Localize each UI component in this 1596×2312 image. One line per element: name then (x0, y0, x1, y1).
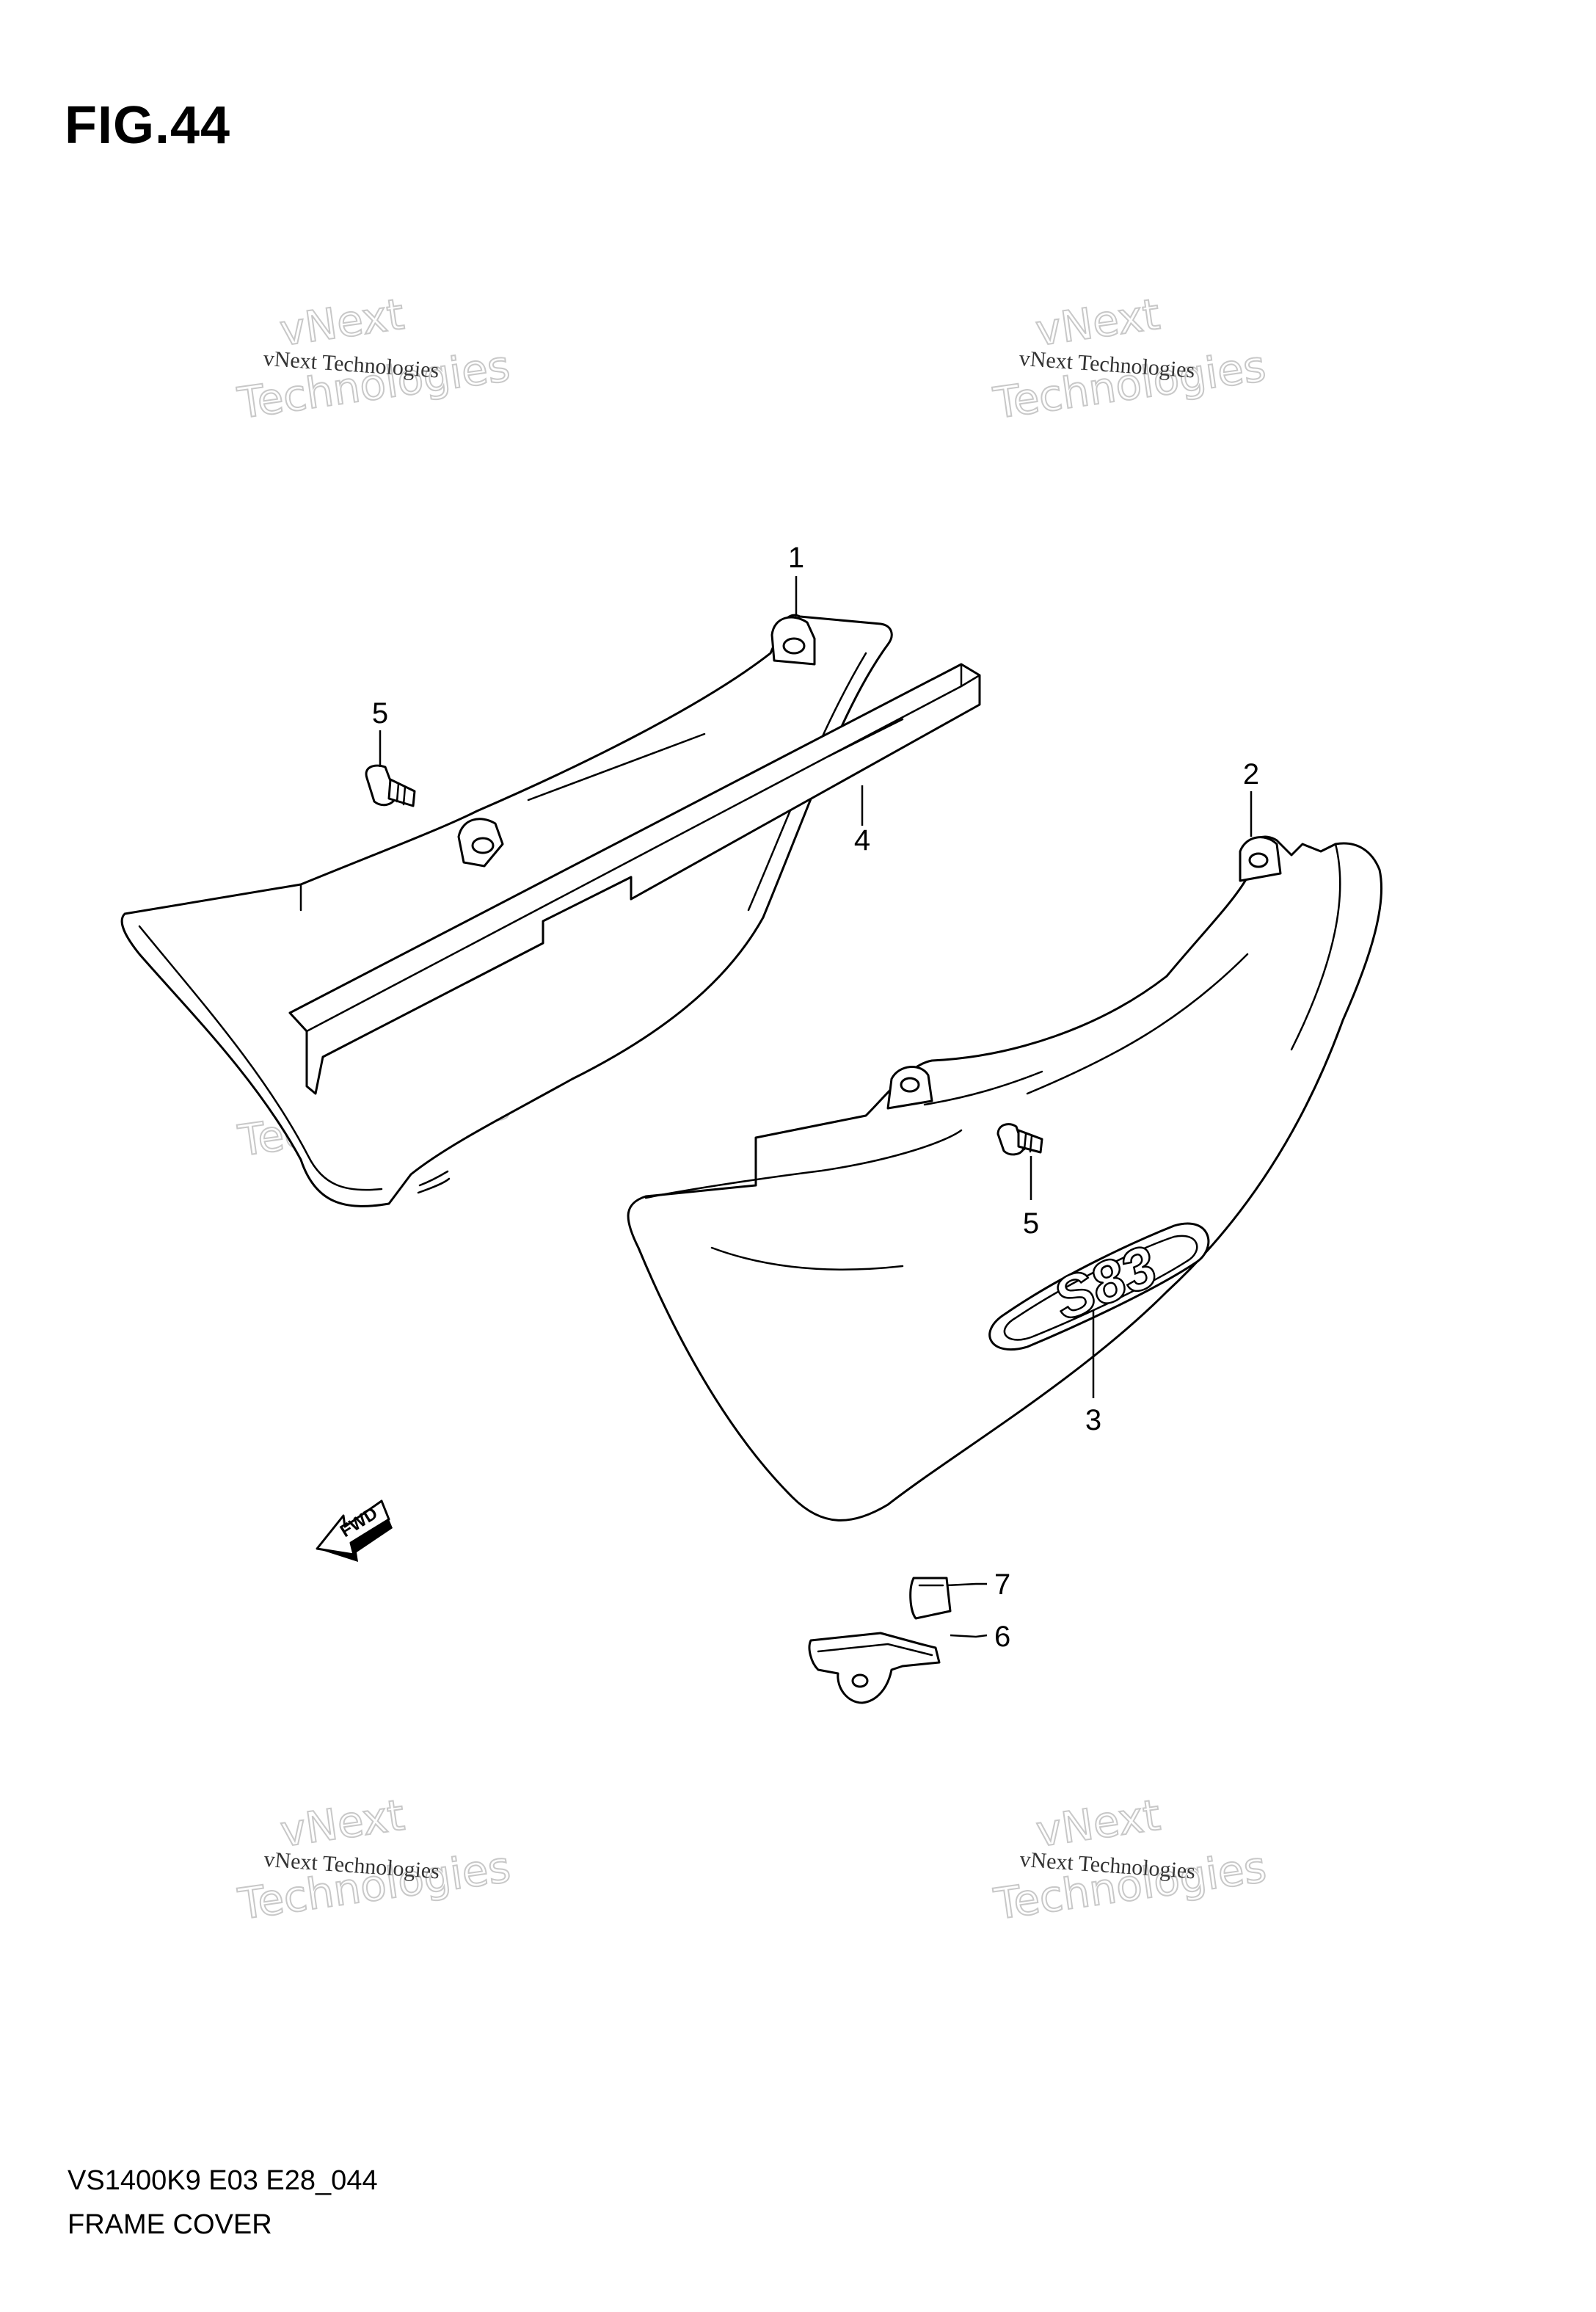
callout-3: 3 (1085, 1404, 1101, 1436)
figure-code: VS1400K9 E03 E28_044 (68, 2165, 378, 2196)
callout-1: 1 (788, 542, 804, 574)
watermark-top-right: vNext Technologies vNext Technologies (990, 288, 1269, 429)
watermark-top-left: vNext Technologies vNext Technologies (234, 288, 514, 429)
figure-title: FIG.44 (65, 96, 231, 155)
watermark-big-line-1: vNext (277, 1790, 407, 1857)
right-frame-cover: S83 (627, 835, 1382, 1522)
leader-line-7 (946, 1582, 987, 1587)
callout-7: 7 (994, 1568, 1010, 1601)
cushion-pad (909, 1577, 952, 1620)
forward-direction-arrow: FWD (316, 1499, 393, 1562)
callout-4: 4 (854, 824, 870, 857)
leader-line-6 (950, 1634, 988, 1638)
screw-lower (996, 1123, 1043, 1156)
watermark-bottom-left: vNext Technologies vNext Technologies (234, 1789, 514, 1930)
callout-2: 2 (1243, 758, 1259, 790)
callout-6: 6 (994, 1621, 1010, 1653)
trim-strip (288, 663, 981, 1095)
mounting-bracket (808, 1632, 941, 1704)
watermark-bottom-right: vNext Technologies vNext Technologies (990, 1789, 1269, 1930)
figure-name: FRAME COVER (68, 2209, 272, 2240)
callout-5-upper: 5 (372, 697, 388, 730)
watermark-big-line-1: vNext (1032, 289, 1162, 356)
screw-upper (365, 764, 416, 807)
watermark-big-line-1: vNext (277, 289, 407, 356)
watermark-big-line-1: vNext (1033, 1790, 1163, 1857)
callout-5-lower: 5 (1023, 1207, 1039, 1240)
